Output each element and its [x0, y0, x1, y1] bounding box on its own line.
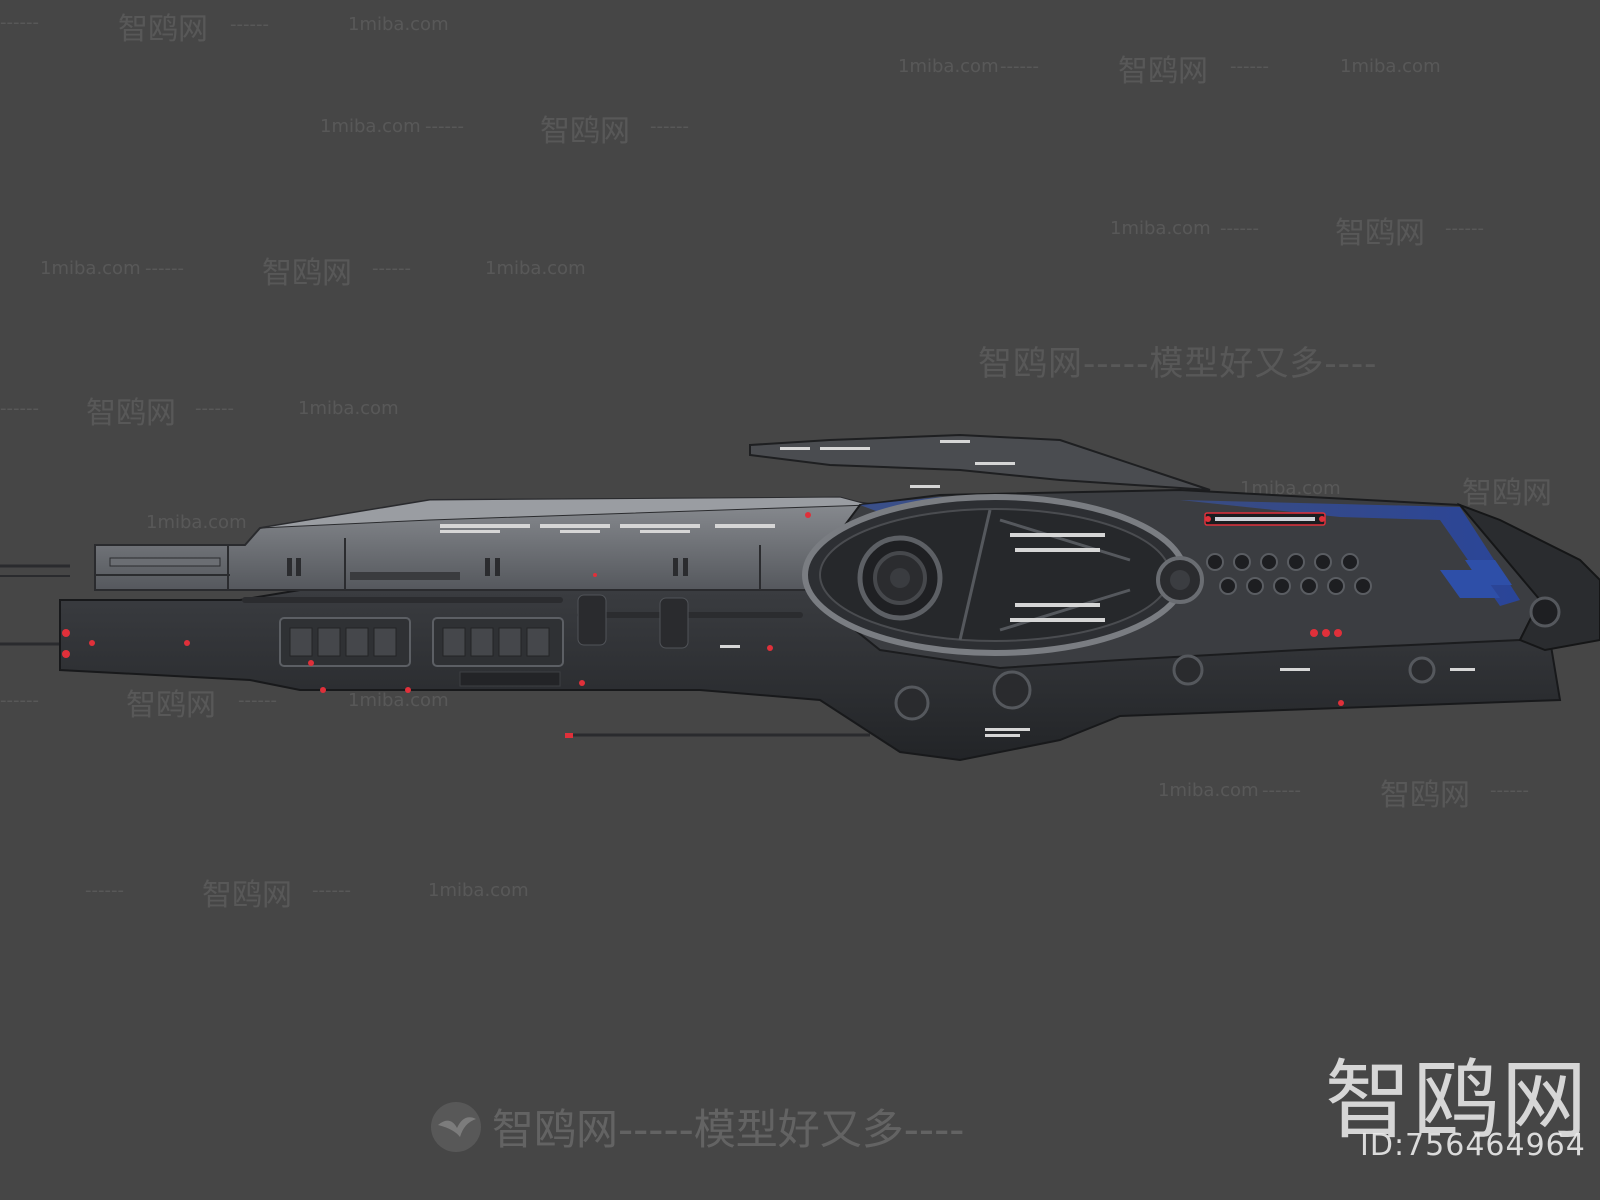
- watermark: 1miba.com: [320, 116, 421, 137]
- watermark: 智鸥网: [1462, 476, 1552, 511]
- watermark: 1miba.com: [348, 690, 449, 711]
- watermark: 智鸥网: [262, 256, 352, 291]
- bottom-slogan: 智鸥网-----模型好又多----: [492, 1105, 965, 1154]
- watermark: 智鸥网: [1380, 778, 1470, 813]
- window-strips: [440, 524, 775, 533]
- watermark: ------: [1220, 218, 1259, 239]
- watermark: 1miba.com: [485, 258, 586, 279]
- watermark: 1miba.com: [1158, 780, 1259, 801]
- fin-lights: [780, 440, 1015, 488]
- bottom-brand-watermark: 智鸥网-----模型好又多----: [430, 1096, 964, 1157]
- corner-brand-logo: 智鸥网: [1325, 1051, 1589, 1151]
- watermark: 1miba.com: [1340, 56, 1441, 77]
- seagull-logo-icon: [431, 1101, 481, 1152]
- watermark: 智鸥网: [540, 114, 630, 149]
- watermark: ------: [230, 14, 269, 35]
- engine-struts: [958, 509, 1131, 641]
- watermark: 智鸥网: [126, 688, 216, 723]
- watermark: ------: [85, 880, 124, 901]
- watermark-slogan: 智鸥网-----模型好又多----: [978, 344, 1378, 384]
- watermark: 1miba.com: [298, 398, 399, 419]
- watermark: ------: [650, 116, 689, 137]
- hull-seams: [95, 538, 761, 590]
- cargo-bays: [279, 617, 564, 687]
- watermark: ------: [1000, 56, 1039, 77]
- upper-hull-top-plate: [259, 496, 871, 529]
- watermark: 1miba.com: [146, 512, 247, 533]
- model-id-label: ID:756464964: [1360, 1128, 1586, 1163]
- watermark: ------: [372, 258, 411, 279]
- watermark: ------: [1445, 218, 1484, 239]
- watermark: ------: [1490, 780, 1529, 801]
- watermark: ------: [425, 116, 464, 137]
- watermark: ------: [0, 398, 39, 419]
- watermark: 1miba.com: [40, 258, 141, 279]
- watermark: 1miba.com: [428, 880, 529, 901]
- watermark: ------: [1230, 56, 1269, 77]
- red-nav-lights: [62, 512, 1344, 706]
- hull-vents: [287, 558, 688, 576]
- watermark: 智鸥网: [1335, 216, 1425, 251]
- hull-pipes: [242, 597, 803, 618]
- watermark: 智鸥网: [118, 12, 208, 47]
- watermark: ------: [0, 690, 39, 711]
- watermark: ------: [312, 880, 351, 901]
- watermark: ------: [0, 12, 39, 33]
- missile-ports: [1206, 553, 1372, 595]
- lower-lights: [720, 645, 1475, 737]
- lower-turrets: [894, 654, 1436, 721]
- watermark: ------: [1262, 780, 1301, 801]
- watermark: 智鸥网: [202, 878, 292, 913]
- watermark: 1miba.com: [1110, 218, 1211, 239]
- watermark: ------: [145, 258, 184, 279]
- watermark: 智鸥网: [86, 396, 176, 431]
- blue-stripes: [1440, 560, 1512, 598]
- watermark: 1miba.com: [898, 56, 999, 77]
- watermark: ------: [195, 398, 234, 419]
- watermark: 智鸥网: [1118, 54, 1208, 89]
- watermark: ------: [238, 690, 277, 711]
- watermark: 1miba.com: [348, 14, 449, 35]
- engine-vents: [1010, 533, 1105, 622]
- front-antennae: [0, 564, 870, 738]
